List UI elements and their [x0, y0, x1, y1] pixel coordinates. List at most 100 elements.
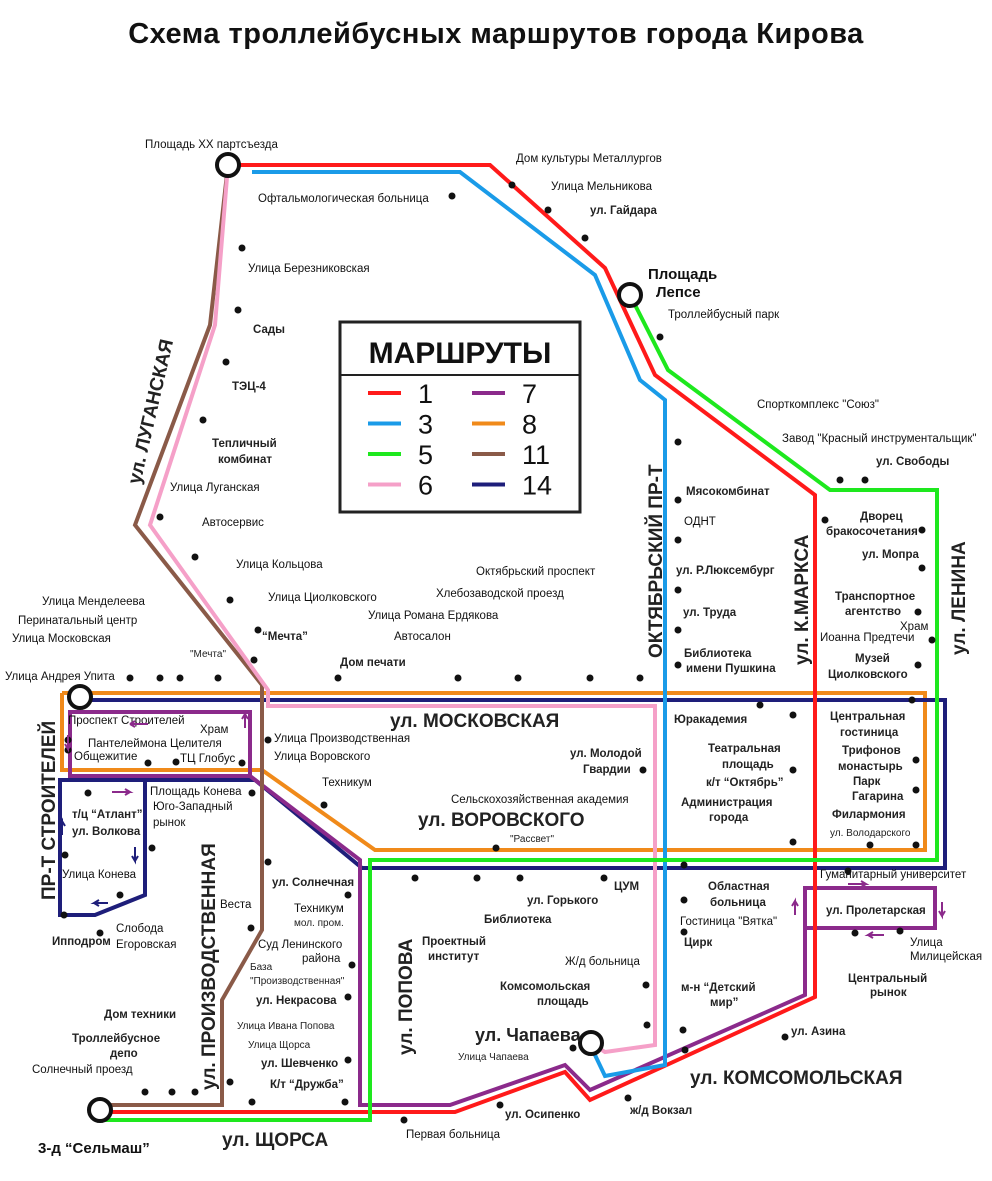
stop-dot[interactable] [674, 626, 682, 634]
stop-dot[interactable] [264, 858, 272, 866]
stop-dot[interactable] [234, 306, 242, 314]
terminal-circle[interactable] [617, 282, 643, 308]
street-komsomolskaya: ул. КОМСОМОЛЬСКАЯ [690, 1068, 903, 1089]
stop-dot[interactable] [674, 496, 682, 504]
stop-dot[interactable] [126, 674, 134, 682]
stop-dot[interactable] [681, 1046, 689, 1054]
stop-dot[interactable] [918, 526, 926, 534]
stop-label-mechta2: "Мечта" [190, 649, 226, 660]
stop-dot[interactable] [674, 438, 682, 446]
stop-dot[interactable] [264, 736, 272, 744]
stop-dot[interactable] [238, 759, 246, 767]
stop-dot[interactable] [896, 927, 904, 935]
stop-dot[interactable] [254, 626, 262, 634]
stop-dot[interactable] [222, 358, 230, 366]
stop-dot[interactable] [214, 674, 222, 682]
stop-dot[interactable] [248, 789, 256, 797]
stop-dot[interactable] [912, 756, 920, 764]
stop-dot[interactable] [411, 874, 419, 882]
stop-dot[interactable] [516, 874, 524, 882]
stop-dot[interactable] [789, 838, 797, 846]
stop-dot[interactable] [168, 1088, 176, 1096]
stop-dot[interactable] [226, 1078, 234, 1086]
stop-dot[interactable] [866, 841, 874, 849]
stop-dot[interactable] [344, 993, 352, 1001]
stop-dot[interactable] [756, 701, 764, 709]
stop-dot[interactable] [199, 416, 207, 424]
stop-dot[interactable] [569, 1044, 577, 1052]
stop-dot[interactable] [96, 929, 104, 937]
stop-dot[interactable] [674, 536, 682, 544]
stop-dot[interactable] [639, 766, 647, 774]
stop-dot[interactable] [250, 656, 258, 664]
stop-dot[interactable] [344, 1056, 352, 1064]
stop-dot[interactable] [141, 1088, 149, 1096]
stop-dot[interactable] [581, 234, 589, 242]
stop-dot[interactable] [148, 844, 156, 852]
stop-dot[interactable] [116, 891, 124, 899]
stop-dot[interactable] [821, 516, 829, 524]
stop-dot[interactable] [656, 333, 664, 341]
stop-dot[interactable] [680, 861, 688, 869]
stop-dot[interactable] [508, 181, 516, 189]
stop-dot[interactable] [836, 476, 844, 484]
stop-dot[interactable] [918, 564, 926, 572]
stop-dot[interactable] [84, 789, 92, 797]
terminal-circle[interactable] [67, 684, 93, 710]
stop-dot[interactable] [674, 586, 682, 594]
stop-dot[interactable] [341, 1098, 349, 1106]
stop-dot[interactable] [492, 844, 500, 852]
stop-dot[interactable] [914, 661, 922, 669]
terminal-circle[interactable] [87, 1097, 113, 1123]
stop-dot[interactable] [60, 911, 68, 919]
stop-dot[interactable] [191, 553, 199, 561]
stop-dot[interactable] [912, 841, 920, 849]
stop-label-mopra: ул. Мопра [862, 549, 920, 561]
stop-dot[interactable] [908, 696, 916, 704]
stop-dot[interactable] [176, 674, 184, 682]
stop-label-trif2: монастырь [838, 761, 903, 773]
stop-dot[interactable] [851, 929, 859, 937]
stop-dot[interactable] [861, 476, 869, 484]
stop-dot[interactable] [247, 924, 255, 932]
stop-dot[interactable] [400, 1116, 408, 1124]
terminal-circle[interactable] [215, 152, 241, 178]
stop-dot[interactable] [636, 674, 644, 682]
terminal-circle[interactable] [578, 1030, 604, 1056]
stop-dot[interactable] [643, 1021, 651, 1029]
stop-dot[interactable] [238, 244, 246, 252]
stop-dot[interactable] [448, 192, 456, 200]
stop-dot[interactable] [156, 513, 164, 521]
stop-dot[interactable] [496, 1101, 504, 1109]
stop-dot[interactable] [586, 674, 594, 682]
stop-dot[interactable] [600, 874, 608, 882]
stop-dot[interactable] [624, 1094, 632, 1102]
stop-dot[interactable] [544, 206, 552, 214]
stop-dot[interactable] [781, 1033, 789, 1041]
stop-dot[interactable] [172, 758, 180, 766]
stop-dot[interactable] [642, 981, 650, 989]
stop-dot[interactable] [679, 1026, 687, 1034]
stop-dot[interactable] [473, 874, 481, 882]
stop-dot[interactable] [912, 786, 920, 794]
stop-dot[interactable] [789, 766, 797, 774]
stop-dot[interactable] [248, 1098, 256, 1106]
stop-dot[interactable] [191, 1088, 199, 1096]
stop-dot[interactable] [344, 891, 352, 899]
stop-dot[interactable] [674, 661, 682, 669]
stop-dot[interactable] [454, 674, 462, 682]
stop-dot[interactable] [144, 759, 152, 767]
stop-dot[interactable] [334, 674, 342, 682]
stop-dot[interactable] [348, 961, 356, 969]
stop-dot[interactable] [844, 867, 852, 875]
stop-dot[interactable] [226, 596, 234, 604]
stop-dot[interactable] [928, 636, 936, 644]
stop-dot[interactable] [61, 851, 69, 859]
stop-dot[interactable] [156, 674, 164, 682]
stop-dot[interactable] [680, 896, 688, 904]
stop-dot[interactable] [320, 801, 328, 809]
stop-dot[interactable] [680, 928, 688, 936]
stop-dot[interactable] [914, 608, 922, 616]
stop-dot[interactable] [514, 674, 522, 682]
stop-dot[interactable] [789, 711, 797, 719]
